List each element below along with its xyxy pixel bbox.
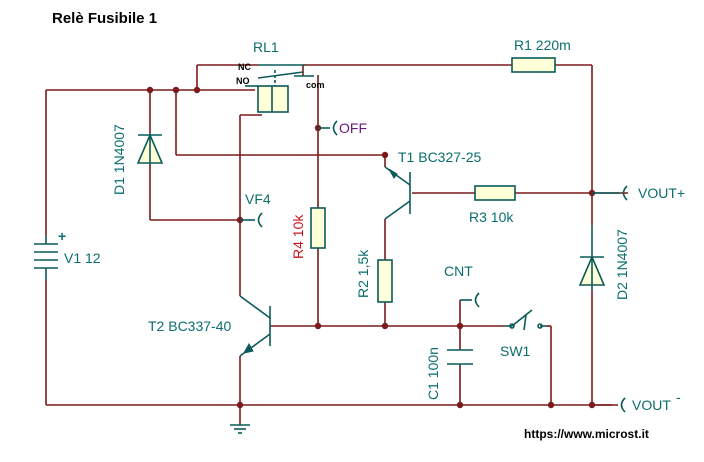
t2-label: T2 BC337-40 — [148, 318, 231, 334]
cnt-probe — [460, 292, 480, 308]
wires — [45, 64, 628, 425]
battery-v1 — [34, 236, 58, 280]
t1-label: T1 BC327-25 — [398, 149, 481, 165]
sw1-label: SW1 — [500, 343, 531, 359]
ground-icon — [230, 424, 250, 434]
website-url: https://www.microst.it — [524, 427, 649, 441]
switch-sw1 — [505, 309, 546, 331]
d1-label: D1 1N4007 — [111, 124, 127, 195]
c1-label: C1 100n — [425, 347, 441, 400]
diode-d1 — [136, 132, 164, 165]
v1-plus-sign: + — [58, 228, 66, 244]
d2-label: D2 1N4007 — [614, 229, 630, 300]
off-probe — [318, 120, 338, 136]
transistor-t1 — [384, 166, 411, 220]
resistor-r3 — [474, 185, 516, 201]
diode-d2 — [578, 225, 606, 290]
relay-no-label: NO — [236, 76, 250, 86]
vout-minus-probe — [620, 397, 626, 413]
vout-plus-probe — [592, 185, 628, 201]
transistor-t2 — [239, 295, 271, 357]
resistor-r1 — [511, 57, 556, 73]
r3-label: R3 10k — [469, 209, 514, 225]
r1-label: R1 220m — [514, 37, 571, 53]
resistor-r2 — [377, 259, 393, 303]
capacitor-c1 — [447, 349, 473, 365]
relay-rl1 — [245, 64, 314, 113]
cnt-label: CNT — [444, 263, 473, 279]
relay-rl1-label: RL1 — [253, 39, 279, 55]
relay-com-label: com — [306, 80, 325, 90]
vout-plus-label: VOUT+ — [638, 185, 685, 201]
resistor-r4 — [310, 207, 326, 249]
vout-minus-sign: - — [676, 389, 681, 405]
v1-label: V1 12 — [64, 250, 101, 266]
vout-minus-label: VOUT — [632, 397, 671, 413]
r4-label: R4 10k — [290, 214, 306, 259]
junctions — [146, 86, 596, 409]
schematic-title: Relè Fusibile 1 — [52, 10, 158, 27]
relay-nc-label: NC — [238, 62, 251, 72]
off-label: OFF — [339, 120, 367, 136]
vf4-label: VF4 — [245, 191, 271, 207]
r2-label: R2 1,5k — [355, 249, 371, 298]
vf4-probe — [240, 212, 263, 228]
